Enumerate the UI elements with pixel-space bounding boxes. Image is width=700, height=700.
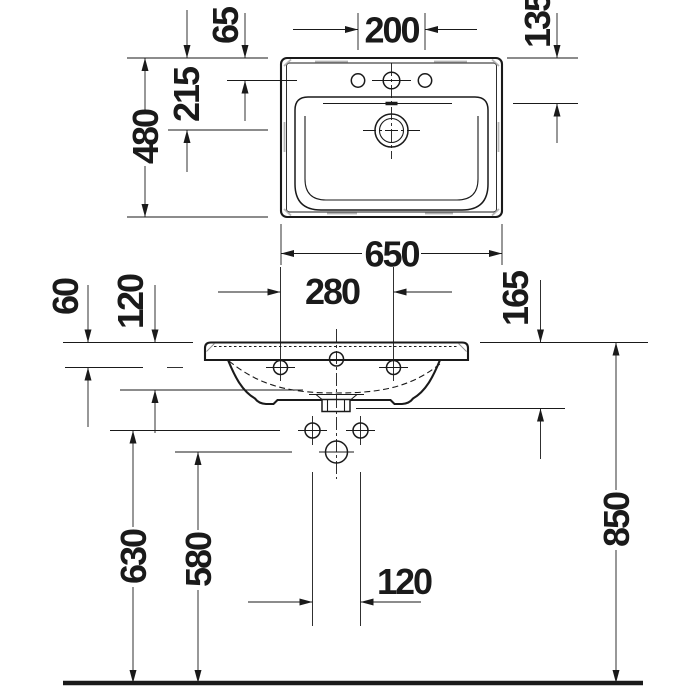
rim-corner-chamfer-left bbox=[206, 343, 215, 352]
arrowhead bbox=[281, 250, 294, 257]
dim-rim-to-drain-label: 215 bbox=[166, 66, 207, 122]
arrowhead bbox=[537, 329, 544, 343]
arrowhead bbox=[141, 204, 149, 217]
dim-depth-label: 480 bbox=[125, 109, 166, 164]
arrowhead bbox=[425, 26, 438, 33]
dim-rim-to-faucet-holes-label: 65 bbox=[205, 6, 246, 44]
body-right-profile bbox=[350, 359, 441, 406]
arrowhead bbox=[360, 598, 374, 606]
dim-rim-to-faucet-holes: 65 bbox=[205, 6, 297, 121]
body-left-profile bbox=[227, 359, 322, 406]
dim-rim-to-bowl-bottom-label: 120 bbox=[110, 274, 151, 329]
sink-outer-outline bbox=[279, 56, 504, 219]
dim-rim-to-bowl-bottom: 120 bbox=[110, 274, 159, 433]
arrowhead bbox=[84, 329, 92, 343]
arrowhead bbox=[129, 430, 137, 444]
faucet-hole-left bbox=[350, 73, 366, 88]
arrowhead bbox=[241, 80, 249, 94]
drain-recess-diagonal bbox=[315, 394, 323, 400]
dim-rim-to-overflow-label: 135 bbox=[517, 0, 558, 48]
dim-width: 650 bbox=[280, 224, 503, 274]
dim-rim-to-underside-label: 165 bbox=[495, 270, 536, 326]
dim-fixing-hole-spacing: 280 bbox=[218, 271, 452, 312]
dim-outlet-hole-spacing: 120 bbox=[248, 561, 434, 606]
dim-floor-to-connection-holes: 630 bbox=[113, 430, 154, 683]
rim-shading bbox=[283, 58, 500, 217]
dim-floor-to-outlet-center-label: 580 bbox=[178, 532, 219, 587]
dim-rim-to-overflow: 135 bbox=[507, 0, 578, 143]
basin-opening-outline bbox=[294, 96, 489, 211]
dim-faucet-hole-spacing: 200 bbox=[293, 9, 477, 50]
bowl-hidden-curve bbox=[228, 360, 442, 394]
washbasin-front-figure bbox=[203, 329, 470, 479]
arrowhead bbox=[553, 45, 561, 58]
dim-fixing-hole-spacing-label: 280 bbox=[305, 271, 360, 312]
dim-floor-to-connection-holes-label: 630 bbox=[113, 529, 154, 584]
arrowhead bbox=[183, 130, 191, 143]
dim-floor-to-rim-label: 850 bbox=[596, 492, 637, 547]
top-view: 480 215 65 200 bbox=[125, 0, 578, 274]
rim-band-outline bbox=[203, 341, 470, 362]
faucet-hole-right bbox=[417, 73, 433, 88]
extension-lines bbox=[63, 267, 648, 626]
arrowhead bbox=[129, 670, 137, 683]
washbasin-plan-figure bbox=[279, 56, 504, 219]
dim-rim-to-fixing-holes: 60 bbox=[45, 278, 92, 427]
arrowhead bbox=[345, 26, 358, 33]
basin-bowl-inner-line bbox=[304, 116, 479, 201]
dim-floor-to-outlet-center: 580 bbox=[178, 452, 219, 683]
arrowhead bbox=[84, 367, 92, 381]
arrowhead bbox=[537, 408, 544, 422]
dim-floor-to-rim: 850 bbox=[596, 342, 637, 683]
arrowhead bbox=[194, 670, 202, 683]
drain-recess-diagonal bbox=[350, 394, 358, 400]
drain-stub-outline bbox=[321, 398, 351, 413]
arrowhead bbox=[553, 103, 561, 117]
arrowhead bbox=[183, 45, 191, 58]
dim-rim-to-fixing-holes-label: 60 bbox=[45, 278, 86, 315]
arrowhead bbox=[151, 329, 159, 343]
arrowhead bbox=[194, 452, 202, 465]
arrowhead bbox=[612, 342, 620, 356]
arrowhead bbox=[241, 45, 249, 58]
rim-corner-chamfer-right bbox=[458, 343, 467, 352]
arrowhead bbox=[299, 598, 313, 606]
faucet-hole-front bbox=[328, 351, 345, 367]
dim-outlet-hole-spacing-label: 120 bbox=[377, 561, 432, 602]
dim-width-label: 650 bbox=[364, 233, 419, 274]
dim-rim-to-drain: 215 bbox=[166, 10, 268, 172]
arrowhead bbox=[489, 250, 502, 257]
arrowhead bbox=[151, 390, 159, 403]
arrowhead bbox=[267, 288, 281, 296]
arrowhead bbox=[612, 670, 620, 683]
arrowhead bbox=[393, 288, 407, 296]
dim-faucet-hole-spacing-label: 200 bbox=[364, 9, 419, 50]
dim-rim-to-underside: 165 bbox=[495, 270, 544, 459]
arrowhead bbox=[141, 58, 149, 71]
dim-depth: 480 bbox=[125, 57, 268, 218]
front-view: 60 120 280 165 bbox=[45, 267, 648, 686]
